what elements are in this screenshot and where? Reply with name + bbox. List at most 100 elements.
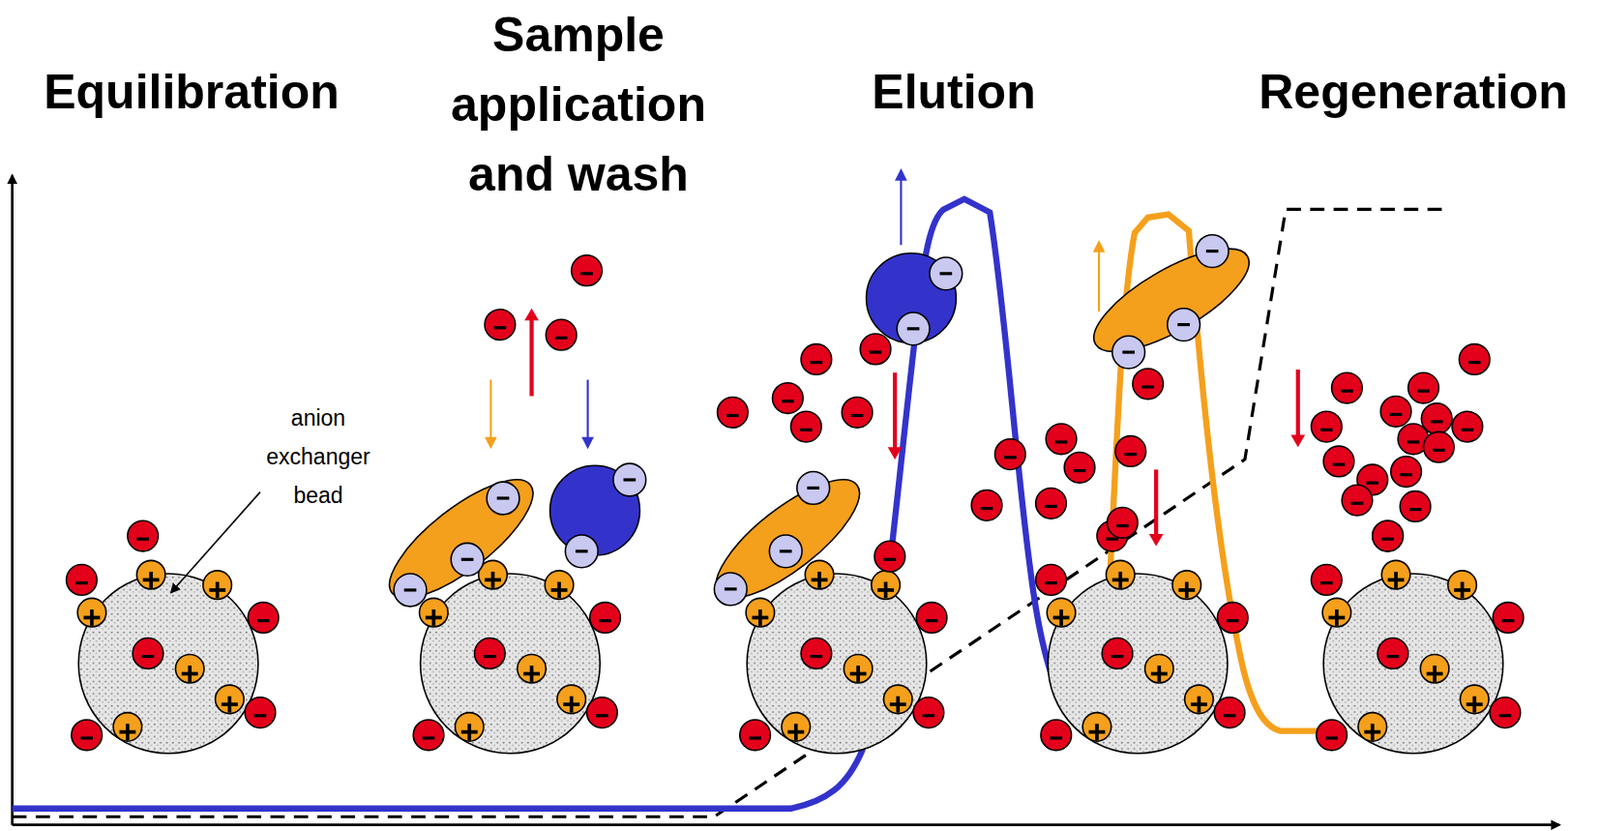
cation-group — [781, 712, 811, 742]
cation-group — [1358, 712, 1388, 742]
anion — [994, 439, 1026, 471]
minus-sign — [623, 477, 637, 481]
minus-sign — [1226, 619, 1240, 623]
cation-group — [419, 597, 449, 627]
minus-sign — [1407, 440, 1421, 444]
flow-arrow — [484, 380, 498, 450]
plus-sign — [856, 665, 860, 682]
plus-sign — [1432, 665, 1437, 682]
anion — [841, 397, 873, 429]
protein-charge — [1112, 335, 1146, 369]
plus-sign — [530, 665, 534, 682]
minus-sign — [142, 654, 155, 658]
minus-sign — [907, 326, 920, 330]
minus-sign — [494, 325, 507, 329]
anion — [1107, 506, 1139, 538]
anion-exchanger-bead — [420, 573, 601, 754]
cation-group — [136, 560, 166, 590]
anion — [71, 719, 103, 751]
flow-arrow — [1290, 369, 1305, 447]
anion — [1380, 395, 1412, 427]
minus-sign — [940, 271, 953, 275]
cation-group — [1185, 684, 1215, 714]
cation-group — [843, 653, 873, 683]
anion — [587, 697, 619, 729]
plus-sign — [491, 571, 496, 589]
anion — [791, 411, 823, 443]
minus-sign — [75, 581, 89, 585]
minus-sign — [1365, 481, 1379, 485]
minus-sign — [1044, 581, 1058, 585]
anion — [740, 719, 771, 751]
minus-sign — [136, 537, 149, 541]
plus-sign — [557, 582, 562, 599]
anion — [1064, 451, 1096, 483]
minus-sign — [1351, 502, 1364, 505]
anion — [859, 333, 891, 365]
minus-sign — [781, 399, 795, 403]
minus-sign — [922, 713, 936, 717]
minus-sign — [555, 336, 568, 340]
minus-sign — [1387, 654, 1400, 658]
minus-sign — [1502, 619, 1515, 623]
minus-sign — [1105, 537, 1119, 541]
orange-protein — [699, 460, 876, 618]
arrow-shaft — [587, 380, 590, 442]
plus-sign — [895, 696, 900, 713]
blue-elution-peak — [12, 199, 1070, 809]
anion — [1115, 436, 1147, 468]
plus-sign — [1370, 723, 1375, 741]
minus-sign — [810, 654, 824, 658]
minus-sign — [1320, 428, 1334, 432]
cation-group — [1459, 684, 1489, 714]
cation-group — [544, 570, 574, 600]
cation-group — [1448, 570, 1478, 600]
plus-sign — [794, 723, 799, 741]
plus-sign — [467, 723, 472, 741]
flow-arrow — [888, 372, 903, 460]
leader-line — [171, 492, 261, 593]
plus-sign — [125, 723, 130, 741]
anion — [413, 719, 445, 751]
anion — [1372, 520, 1404, 552]
minus-sign — [810, 360, 824, 364]
minus-sign — [1177, 323, 1190, 326]
anion — [1489, 697, 1521, 729]
anion — [1451, 411, 1483, 443]
arrow-shaft — [489, 380, 492, 442]
protein-charge — [929, 257, 963, 291]
minus-sign — [724, 587, 738, 591]
anion — [1332, 372, 1363, 404]
minus-sign — [404, 588, 417, 592]
cation-group — [1322, 597, 1352, 627]
protein-charge — [564, 534, 598, 568]
anion — [1132, 368, 1164, 400]
anion — [474, 638, 506, 670]
plus-sign — [1334, 609, 1339, 626]
plus-sign — [817, 571, 822, 589]
anion — [1040, 719, 1072, 751]
minus-sign — [1111, 654, 1125, 658]
arrow-shaft — [899, 177, 902, 246]
minus-sign — [869, 350, 883, 354]
cation-group — [1046, 597, 1076, 627]
flow-arrow — [581, 380, 594, 450]
minus-sign — [1004, 455, 1017, 459]
minus-sign — [575, 549, 589, 553]
anion — [590, 602, 622, 634]
minus-sign — [1399, 473, 1413, 476]
anion — [1214, 697, 1245, 729]
plus-sign — [1156, 665, 1161, 682]
minus-sign — [1044, 504, 1058, 508]
anion — [1372, 520, 1404, 552]
flow-arrow — [1093, 239, 1106, 312]
minus-sign — [980, 506, 994, 510]
anion — [1036, 487, 1067, 519]
cation-group — [454, 712, 484, 742]
plus-sign — [1460, 582, 1465, 599]
cation-group — [1082, 712, 1112, 742]
arrow-head — [581, 437, 594, 450]
cation-group — [203, 570, 233, 600]
anion — [1492, 602, 1524, 634]
plus-sign — [1095, 723, 1099, 741]
